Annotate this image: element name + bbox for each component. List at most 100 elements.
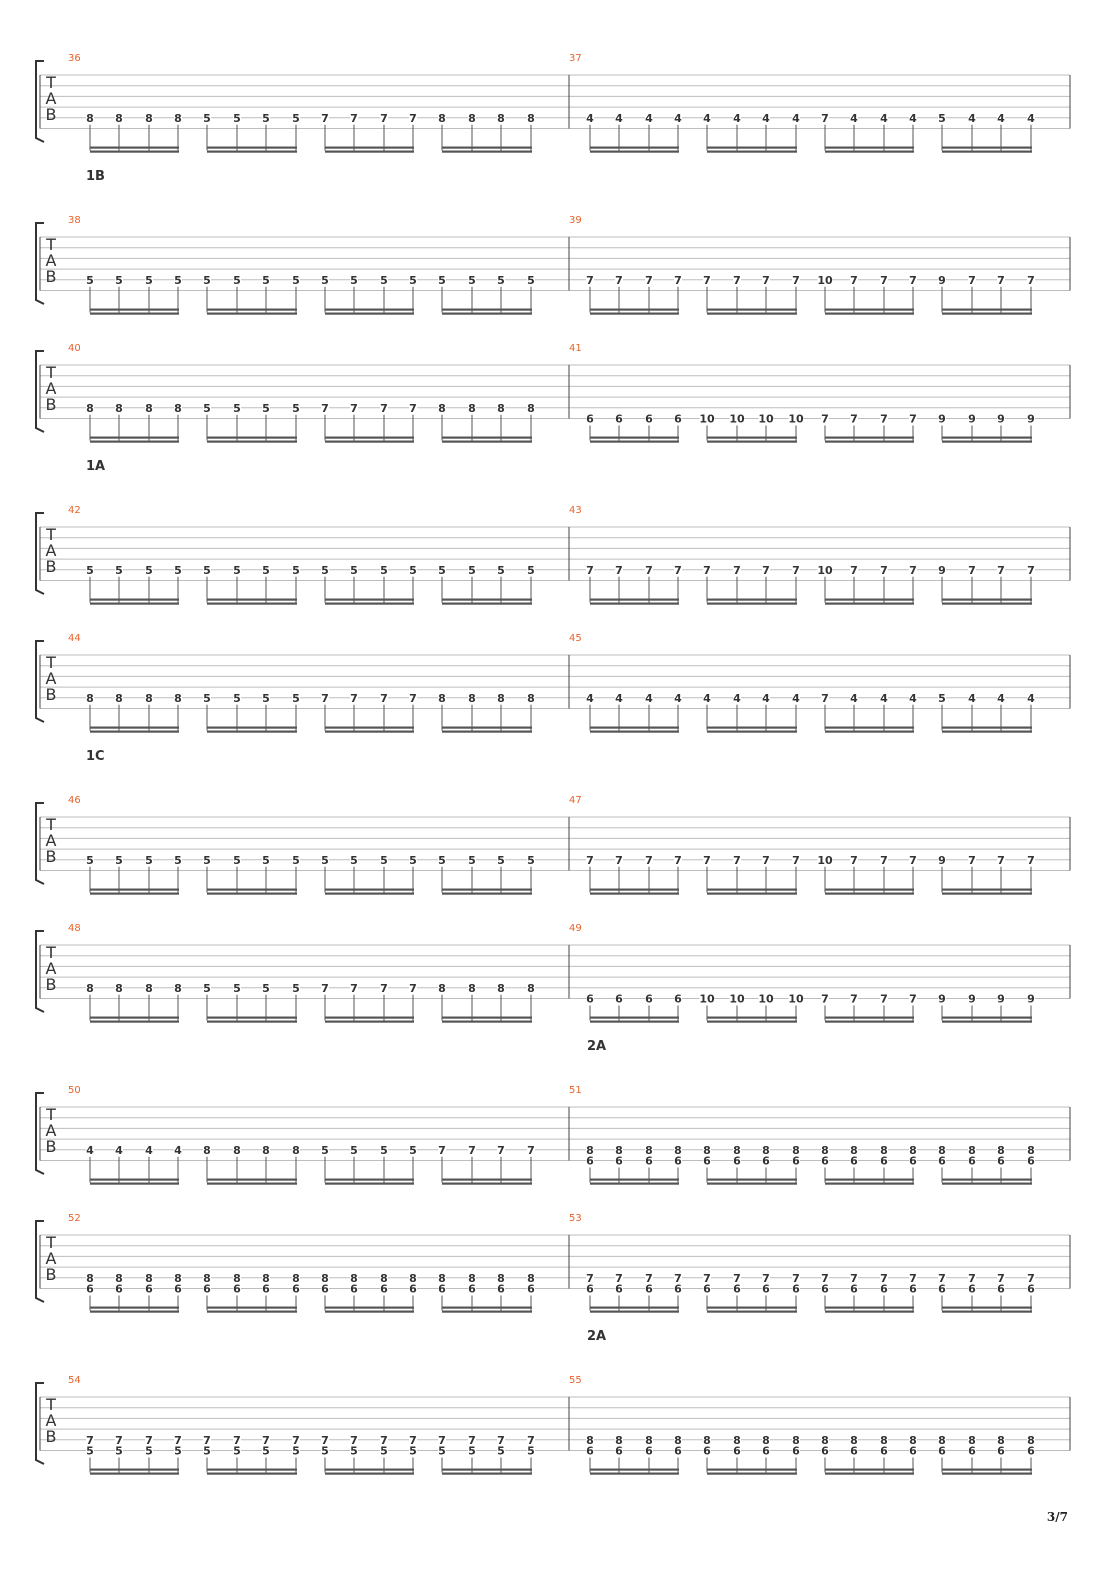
fret-background [880,1283,888,1294]
beam [942,1016,1032,1019]
fret-number: 5 [409,274,417,287]
fret-background [115,982,123,993]
beam [442,888,532,891]
fret-number: 8 [762,1144,770,1157]
beam [90,598,179,601]
fret-background [527,1272,535,1283]
fret-number: 6 [615,993,623,1006]
fret-background [321,1144,329,1155]
fret-number: 7 [792,854,800,867]
fret-number: 6 [586,1445,594,1458]
fret-number: 5 [203,564,211,577]
measure-number: 43 [569,505,582,516]
fret-background [292,1445,300,1456]
fret-background [997,1272,1005,1283]
tab-clef-letter: T [45,653,56,672]
fret-number: 7 [792,274,800,287]
beam [942,146,1032,149]
fret-number: 8 [86,402,94,415]
fret-number: 4 [792,112,800,125]
fret-background [174,402,182,413]
fret-background [938,1144,946,1155]
fret-number: 6 [880,1155,888,1168]
fret-number: 4 [703,112,711,125]
fret-background [321,1434,329,1445]
fret-background [615,1283,623,1294]
fret-number: 5 [203,854,211,867]
beam [707,1182,797,1185]
fret-background [145,854,153,865]
system-bracket [35,1382,45,1465]
fret-background [438,1434,446,1445]
beam [207,1468,297,1471]
fret-background [762,1155,770,1166]
fret-number: 5 [262,982,270,995]
tab-clef-letter: B [46,685,57,704]
fret-number: 7 [733,564,741,577]
fret-background [733,274,741,285]
beam [942,730,1032,733]
fret-background [350,692,358,703]
fret-background [674,274,682,285]
fret-number: 6 [645,1283,653,1296]
fret-background [409,1434,417,1445]
fret-number: 7 [997,854,1005,867]
fret-background [997,112,1005,123]
fret-number: 5 [86,1445,94,1458]
fret-background [380,1445,388,1456]
measure-number: 44 [68,633,81,644]
beam [942,150,1032,153]
fret-background [997,1434,1005,1445]
fret-number: 6 [586,413,594,426]
fret-number: 5 [497,274,505,287]
system-bracket [35,930,45,1013]
fret-background [645,413,653,424]
fret-background [86,1434,94,1445]
fret-background [380,274,388,285]
fret-background [468,1144,476,1155]
fret-background [645,564,653,575]
section-label: 2A [587,1039,607,1054]
fret-number: 4 [850,112,858,125]
fret-number: 9 [938,564,946,577]
beam [942,1310,1032,1313]
fret-number: 8 [174,1272,182,1285]
fret-background [850,1445,858,1456]
beam [442,598,532,601]
fret-number: 9 [997,993,1005,1006]
fret-background [909,564,917,575]
fret-number: 8 [997,1434,1005,1447]
fret-number: 8 [438,402,446,415]
fret-number: 5 [233,692,241,705]
fret-number: 7 [527,1144,535,1157]
fret-background [497,1445,505,1456]
fret-background [674,1155,682,1166]
fret-background [615,692,623,703]
fret-number: 6 [262,1283,270,1296]
fret-number: 6 [203,1283,211,1296]
fret-number: 6 [1027,1155,1035,1168]
fret-number: 10 [788,993,804,1006]
fret-number: 6 [792,1283,800,1296]
measure-number: 36 [68,53,81,64]
fret-number: 7 [409,112,417,125]
fret-background [792,1283,800,1294]
fret-background [468,1434,476,1445]
fret-number: 7 [292,1434,300,1447]
beam [325,726,414,729]
fret-number: 7 [262,1434,270,1447]
tab-clef-letter: T [45,1105,56,1124]
fret-number: 5 [203,274,211,287]
fret-number: 4 [850,692,858,705]
tab-clef-letter: B [46,267,57,286]
fret-background [203,1283,211,1294]
fret-number: 5 [527,564,535,577]
fret-background [821,1272,829,1283]
fret-number: 6 [733,1155,741,1168]
fret-background [674,854,682,865]
beam [590,1310,679,1313]
fret-number: 8 [615,1144,623,1157]
fret-background [968,1272,976,1283]
beam [90,146,179,149]
